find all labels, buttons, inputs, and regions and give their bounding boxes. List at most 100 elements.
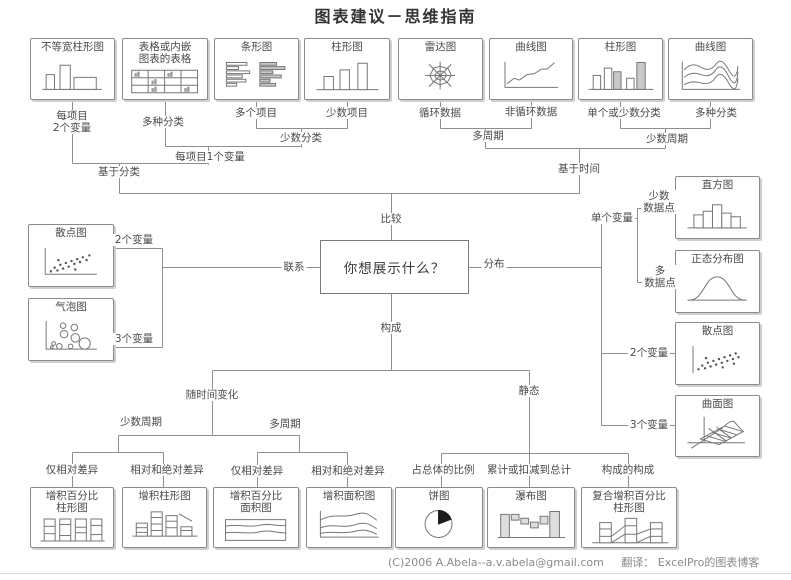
box-line-chart-noncyclical: 曲线图 bbox=[489, 38, 573, 100]
label-single-or-few-categories: 单个或少数分类 bbox=[585, 107, 663, 119]
box-title: 气泡图 bbox=[55, 301, 87, 313]
scatter-plot-icon bbox=[33, 239, 108, 285]
label-single-variable: 单个变量 bbox=[589, 212, 635, 224]
bar-chart-icon bbox=[219, 53, 293, 98]
box-title: 增积百分比 bbox=[229, 490, 283, 502]
stacked-percent-column-icon bbox=[35, 514, 108, 546]
bell-curve-icon bbox=[680, 265, 754, 311]
compound-stacked-column-icon bbox=[587, 514, 672, 546]
center-question-box: 你想展示什么？ bbox=[320, 240, 469, 294]
column-chart-icon bbox=[309, 53, 384, 98]
label-few-items: 少数项目 bbox=[324, 107, 370, 119]
label-three-vars-right: 3个变量 bbox=[627, 419, 671, 431]
box-title: 雷达图 bbox=[424, 41, 457, 53]
box-title: 直方图 bbox=[701, 179, 734, 191]
box-title: 柱形图 bbox=[604, 41, 637, 53]
box-column-chart-few-periods: 柱形图 bbox=[578, 38, 663, 100]
box-title: 条形图 bbox=[240, 41, 273, 53]
box-title: 柱形图 bbox=[331, 41, 363, 53]
footer-translation-credit: 翻译： ExcelPro的图表博客 bbox=[621, 556, 760, 569]
box-title: 饼图 bbox=[428, 490, 450, 502]
box-title: 曲线图 bbox=[694, 41, 727, 53]
box-line-chart-many-categories: 曲线图 bbox=[668, 38, 753, 100]
label-few-categories: 少数分类 bbox=[278, 132, 324, 144]
label-over-time: 随时间变化 bbox=[183, 389, 241, 401]
line-chart-icon bbox=[494, 53, 567, 98]
label-by-category: 基于分类 bbox=[96, 166, 142, 178]
label-three-vars-left: 3个变量 bbox=[112, 333, 156, 345]
label-static: 静态 bbox=[516, 385, 542, 397]
scatter-plot-icon bbox=[680, 337, 741, 383]
label-multi-category-left: 多种分类 bbox=[140, 116, 186, 128]
box-title: 柱形图 bbox=[613, 502, 645, 514]
label-by-time: 基于时间 bbox=[556, 163, 602, 175]
box-normal-distribution-chart: 正态分布图 bbox=[675, 250, 760, 313]
stacked-area-icon bbox=[311, 502, 386, 546]
box-title: 不等宽柱形图 bbox=[41, 41, 104, 53]
box-waterfall-chart: 瀑布图 bbox=[487, 487, 575, 548]
box-compound-stacked-percent-column-chart: 复合增积百分比 柱形图 bbox=[581, 487, 677, 548]
label-share-of-total: 占总体的比例 bbox=[409, 464, 477, 476]
box-pie-chart: 饼图 bbox=[395, 487, 483, 548]
center-question: 你想展示什么？ bbox=[343, 261, 446, 277]
label-composition: 构成 bbox=[378, 322, 404, 334]
label-composition-of-composition: 构成的构成 bbox=[599, 464, 657, 476]
box-variable-width-column-chart: 不等宽柱形图 bbox=[30, 38, 115, 100]
label-few-periods-bottom: 少数周期 bbox=[118, 416, 164, 428]
box-table-with-embedded-charts: 表格或内嵌 图表的表格 bbox=[122, 38, 208, 100]
box-histogram: 直方图 bbox=[675, 176, 760, 239]
label-few-periods-top: 少数周期 bbox=[644, 133, 690, 145]
histogram-icon bbox=[680, 191, 754, 237]
label-many-periods-top: 多周期 bbox=[470, 130, 506, 142]
box-scatter-chart-left: 散点图 bbox=[28, 224, 114, 287]
box-bar-chart: 条形图 bbox=[214, 38, 299, 100]
box-stacked-area-chart: 增积面积图 bbox=[306, 487, 392, 548]
label-two-vars-left: 2个变量 bbox=[112, 234, 156, 246]
pie-chart-icon bbox=[400, 502, 477, 546]
box-surface-chart: 曲面图 bbox=[675, 395, 760, 457]
label-many-items: 多个项目 bbox=[233, 107, 279, 119]
footer-copyright: (C)2006 A.Abela--a.v.abela@gmail.com bbox=[388, 556, 604, 569]
box-title: 增积柱形图 bbox=[138, 490, 191, 502]
box-title: 瀑布图 bbox=[515, 490, 547, 502]
box-title: 面积图 bbox=[240, 502, 272, 514]
label-cyclical-data: 循环数据 bbox=[417, 107, 463, 119]
box-title: 表格或内嵌 bbox=[138, 41, 192, 53]
stacked-percent-area-icon bbox=[218, 514, 293, 546]
box-title: 曲线图 bbox=[515, 41, 547, 53]
box-title: 增积百分比 bbox=[45, 490, 99, 502]
box-scatter-chart-right: 散点图 bbox=[675, 322, 760, 385]
label-comparison: 比较 bbox=[378, 213, 404, 225]
label-noncyclical-data: 非循环数据 bbox=[502, 106, 560, 118]
box-title: 复合增积百分比 bbox=[592, 490, 666, 502]
box-title: 增积面积图 bbox=[322, 490, 376, 502]
label-relative-absolute-1: 相对和绝对差异 bbox=[128, 464, 206, 476]
label-few-data-points: 少数数据点 bbox=[641, 190, 677, 214]
page-title: 图表建议－思维指南 bbox=[314, 7, 477, 26]
stacked-column-icon bbox=[127, 502, 201, 546]
table-grid-icon bbox=[127, 65, 202, 98]
footer: (C)2006 A.Abela--a.v.abela@gmail.com 翻译：… bbox=[388, 554, 759, 570]
label-relative-only-1: 仅相对差异 bbox=[43, 464, 101, 476]
waterfall-chart-icon bbox=[492, 502, 569, 546]
box-column-chart-few-items: 柱形图 bbox=[304, 38, 390, 100]
variable-width-column-icon bbox=[35, 53, 109, 98]
label-many-data-points: 多数据点 bbox=[642, 265, 678, 289]
label-two-vars-right: 2个变量 bbox=[627, 347, 671, 359]
box-title: 柱形图 bbox=[56, 502, 88, 514]
label-per-item-1-var: 每项目1个变量 bbox=[173, 151, 247, 163]
label-many-periods-bottom: 多周期 bbox=[267, 418, 303, 430]
box-stacked-column-chart: 增积柱形图 bbox=[122, 487, 207, 548]
box-title: 图表的表格 bbox=[138, 53, 192, 65]
label-multi-category-right: 多种分类 bbox=[693, 107, 739, 119]
multi-line-chart-icon bbox=[673, 53, 747, 98]
radar-chart-icon bbox=[403, 53, 477, 98]
box-title: 正态分布图 bbox=[691, 253, 744, 265]
box-title: 散点图 bbox=[701, 325, 734, 337]
box-stacked-percent-area-chart: 增积百分比 面积图 bbox=[213, 487, 299, 548]
box-title: 散点图 bbox=[55, 227, 87, 239]
label-relative-absolute-2: 相对和绝对差异 bbox=[309, 465, 387, 477]
